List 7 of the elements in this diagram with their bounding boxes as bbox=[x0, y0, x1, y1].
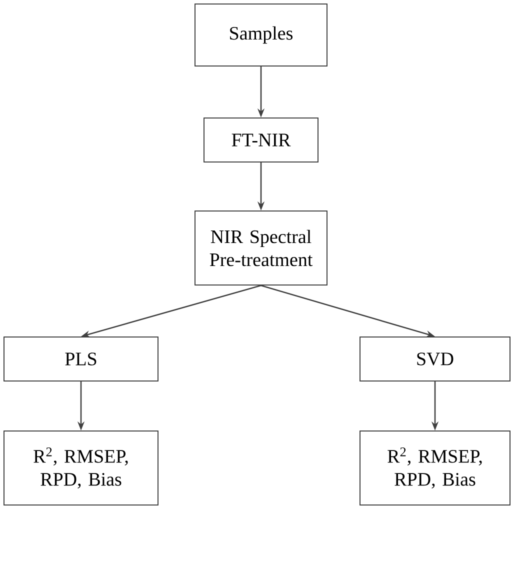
process-box: R$^{2}$, RMSEP, RPD, Bias bbox=[360, 430, 510, 506]
process-box: NIR Spectral Pre-treatment bbox=[194, 210, 328, 286]
process-box: Samples bbox=[194, 4, 328, 66]
process-box: SVD bbox=[360, 336, 510, 382]
process-box: FT-NIR bbox=[204, 118, 318, 162]
process-box: R$^{2}$, RMSEP, RPD, Bias bbox=[4, 430, 158, 506]
process-box: PLS bbox=[4, 336, 158, 382]
